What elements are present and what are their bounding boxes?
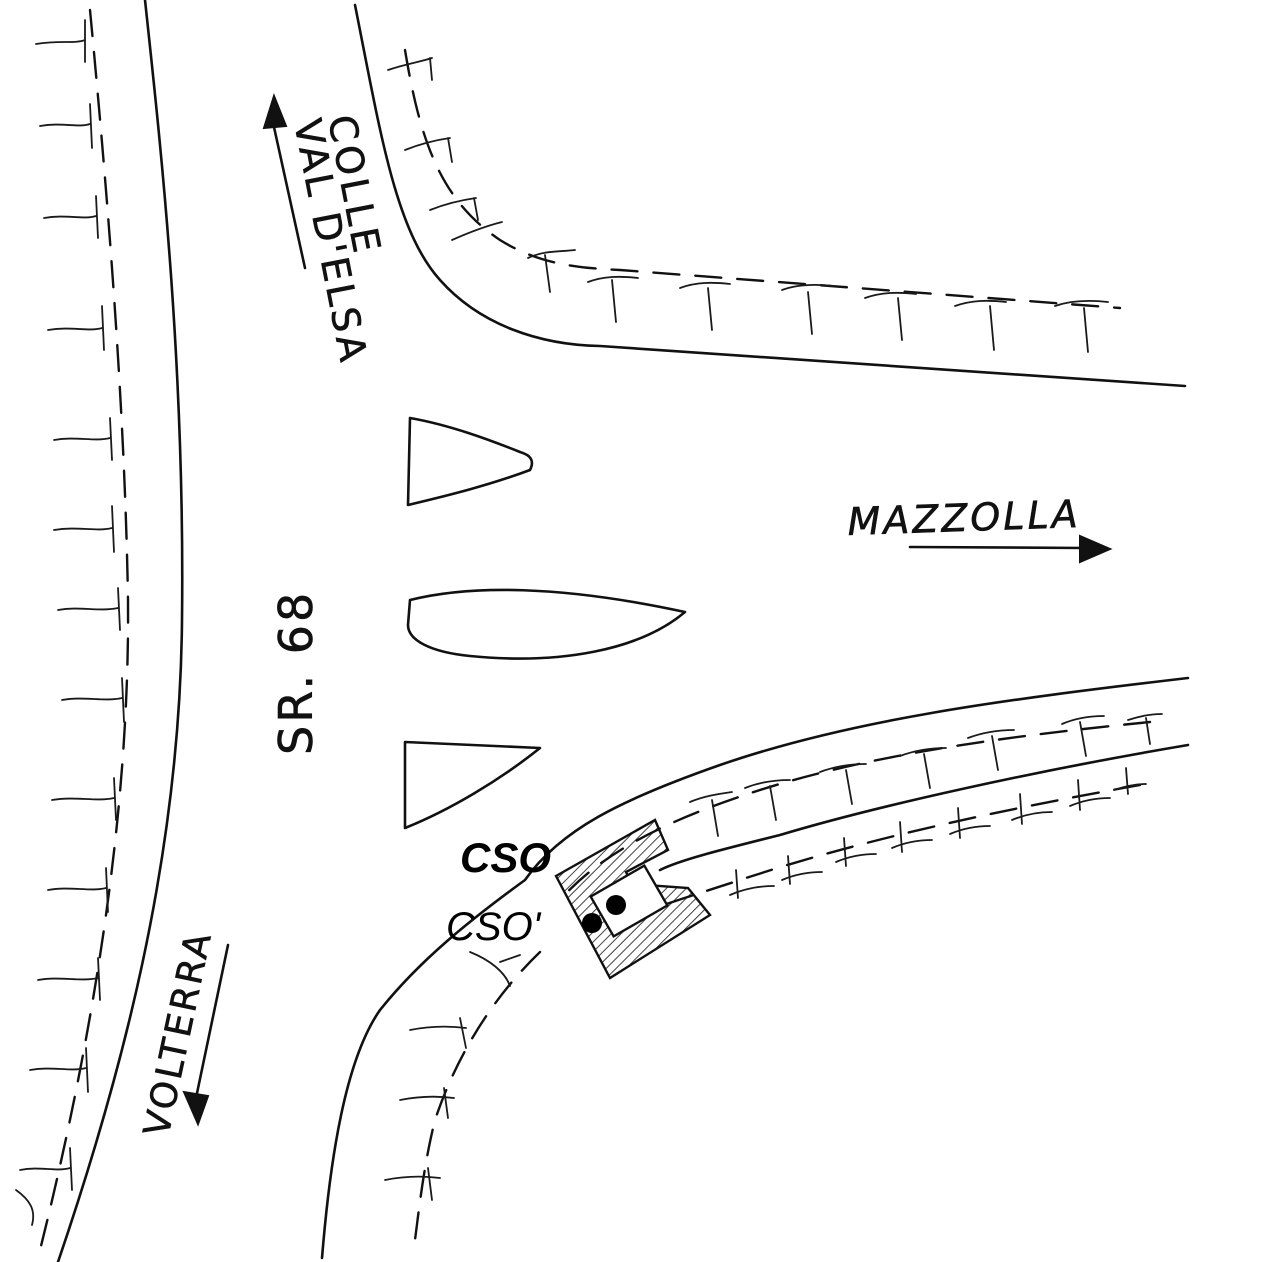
cso-prime-point xyxy=(582,913,602,933)
mazzolla-arrow-icon xyxy=(908,534,1113,564)
lower-branch-inner-edge xyxy=(658,743,1190,872)
north-traffic-island xyxy=(406,416,534,507)
colle-arrow-icon xyxy=(262,93,307,270)
west-grass-tufts xyxy=(15,19,125,1226)
lower-branch-south-dashed xyxy=(413,950,542,1242)
upper-grass-tufts xyxy=(387,57,1109,353)
upper-branch-verge-dashed xyxy=(403,48,1122,310)
label-volterra: VOLTERRA xyxy=(137,927,221,1140)
central-traffic-island xyxy=(406,588,687,660)
lower-branch-far-dashed xyxy=(608,783,1142,932)
sr68-west-edge xyxy=(56,0,184,1262)
cso-point xyxy=(606,895,626,915)
lower-branch-east-edge xyxy=(320,676,1190,1260)
south-traffic-island xyxy=(403,740,542,830)
label-mazzolla: MAZZOLLA xyxy=(847,492,1081,544)
cso-building-inner xyxy=(589,863,669,939)
label-road-sr68: SR. 68 xyxy=(269,590,323,755)
lower-grass-tufts xyxy=(384,713,1163,1201)
label-cso-prime: CSO' xyxy=(446,905,542,949)
label-cso: CSO xyxy=(460,834,551,881)
volterra-arrow-icon xyxy=(182,943,230,1127)
sr68-west-verge-dashed xyxy=(38,8,130,1252)
upper-branch-west-edge xyxy=(353,3,1187,388)
